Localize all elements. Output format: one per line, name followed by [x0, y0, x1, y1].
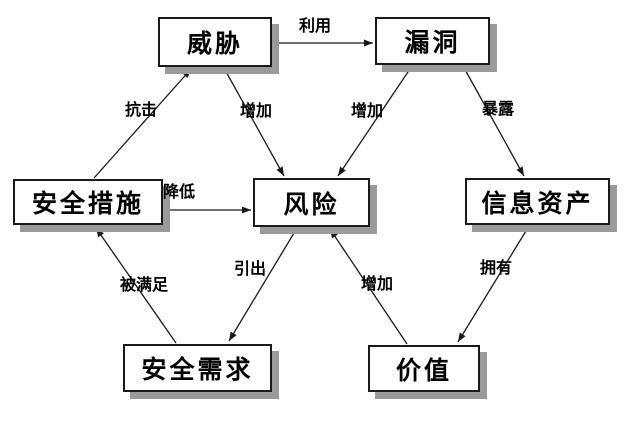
- node-vulnerability: 漏洞: [375, 17, 490, 65]
- edge-label-increase-value: 增加: [360, 274, 394, 293]
- edge-vulnerability-risk-line: [337, 65, 413, 177]
- edge-label-satisfied: 被满足: [119, 275, 169, 294]
- node-security-measures: 安全措施: [13, 179, 163, 225]
- node-security-requirements: 安全需求: [123, 344, 272, 392]
- edge-information-assets-value-line: [457, 225, 530, 343]
- edge-label-increase-vulnerability: 增加: [350, 101, 384, 120]
- edge-label-utilize: 利用: [298, 16, 332, 35]
- node-value: 价值: [368, 345, 480, 392]
- edge-risk-security-requirements-line: [228, 227, 298, 342]
- edge-label-resist: 抗击: [124, 100, 158, 119]
- node-information-assets: 信息资产: [465, 178, 610, 225]
- edge-value-risk-line: [329, 228, 408, 345]
- edge-label-expose: 暴露: [481, 99, 515, 118]
- edge-label-own: 拥有: [479, 258, 513, 277]
- edge-security-requirements-security-measures-line: [95, 227, 177, 344]
- edge-threat-risk-line: [223, 67, 285, 177]
- edge-vulnerability-information-assets-line: [462, 65, 525, 177]
- edge-security-measures-threat-line: [93, 68, 192, 179]
- edge-label-increase-threat: 增加: [239, 101, 273, 120]
- edge-label-reduce: 降低: [162, 182, 196, 201]
- node-risk: 风险: [253, 178, 370, 227]
- edge-label-lead-out: 引出: [233, 259, 267, 278]
- node-threat: 威胁: [158, 17, 272, 67]
